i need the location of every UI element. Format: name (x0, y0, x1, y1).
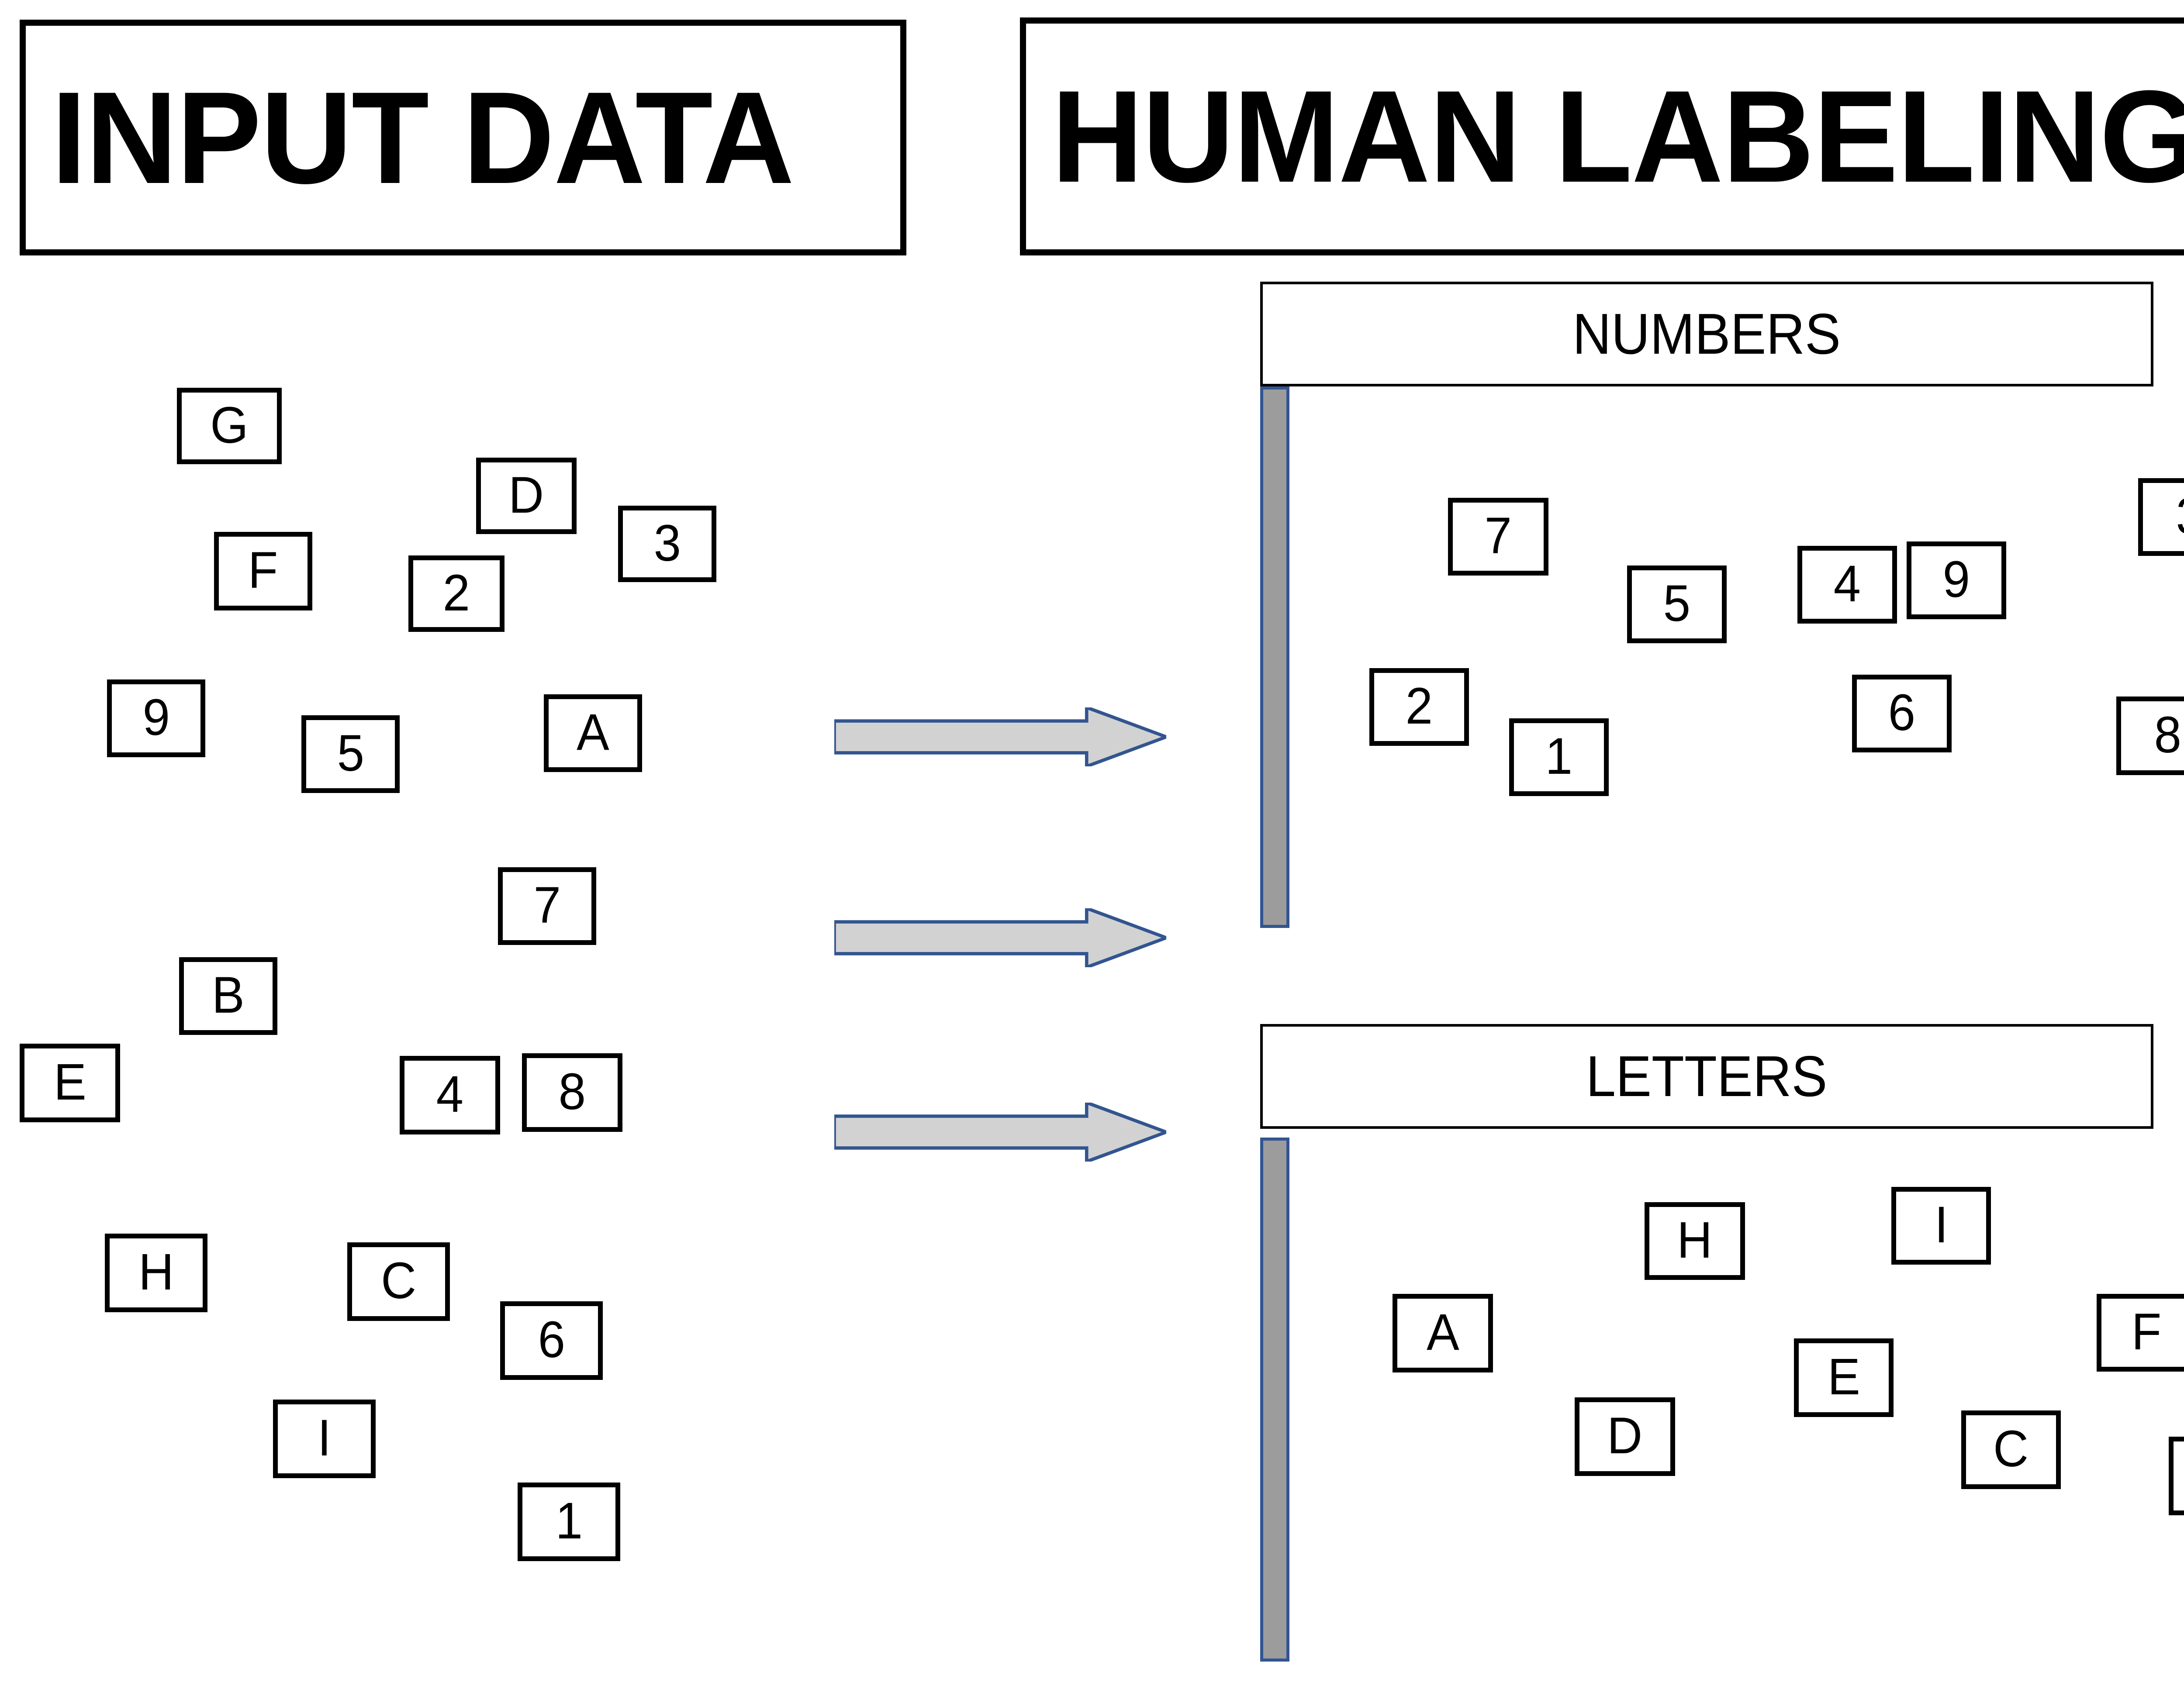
human-labeling-title: HUMAN LABELING (1051, 63, 2184, 210)
letters-group-card[interactable]: H (1645, 1202, 1745, 1280)
input-data-card[interactable]: A (544, 694, 642, 772)
card-label: 9 (1942, 551, 1970, 608)
card-label: 9 (142, 689, 170, 746)
card-label: 8 (558, 1063, 586, 1121)
card-label: 4 (436, 1065, 464, 1123)
card-label: 3 (653, 514, 681, 572)
letters-group-bracket (1260, 1138, 1289, 1662)
flow-arrow-input-to-labeling-3 (834, 1103, 1166, 1162)
numbers-group-card[interactable]: 3 (2138, 478, 2184, 556)
card-label: A (577, 703, 609, 761)
input-data-card[interactable]: 9 (107, 679, 205, 757)
input-data-title: INPUT DATA (51, 64, 794, 211)
card-label: B (212, 966, 245, 1024)
numbers-group-card[interactable]: 6 (1852, 675, 1952, 752)
card-label: D (1607, 1407, 1643, 1465)
card-label: 8 (2154, 706, 2181, 764)
input-data-card[interactable]: C (347, 1242, 450, 1321)
card-label: I (1934, 1196, 1948, 1254)
input-data-card[interactable]: 7 (498, 867, 596, 945)
letters-group-card[interactable]: C (1961, 1410, 2061, 1489)
card-label: 2 (442, 564, 470, 622)
card-label: 2 (1405, 677, 1433, 735)
input-data-card[interactable]: 3 (618, 506, 716, 582)
input-data-card[interactable]: 6 (500, 1301, 603, 1380)
card-label: F (248, 541, 278, 599)
card-label: 5 (337, 724, 364, 782)
numbers-group-card[interactable]: 8 (2116, 697, 2184, 775)
input-data-card[interactable]: F (214, 532, 312, 610)
letters-group-title: LETTERS (1586, 1044, 1828, 1108)
card-label: A (1426, 1303, 1459, 1361)
input-data-card[interactable]: 1 (518, 1483, 620, 1561)
input-data-card[interactable]: I (273, 1400, 376, 1478)
numbers-group-card[interactable]: 1 (1509, 718, 1609, 796)
card-label: 1 (555, 1492, 583, 1550)
numbers-group-card[interactable]: 4 (1797, 546, 1897, 624)
card-label: 1 (1545, 728, 1573, 785)
input-data-card[interactable]: D (476, 458, 577, 534)
input-data-card[interactable]: G (177, 388, 282, 464)
card-label: I (317, 1409, 332, 1467)
card-label: H (138, 1243, 174, 1301)
numbers-group-bracket (1260, 386, 1289, 928)
input-data-card[interactable]: 2 (408, 555, 505, 632)
card-label: 7 (1484, 507, 1512, 565)
card-label: F (2131, 1303, 2162, 1361)
flow-arrow-input-to-labeling-2 (834, 908, 1166, 967)
input-data-card[interactable]: 5 (301, 715, 400, 793)
card-label: E (53, 1053, 86, 1111)
letters-group-card[interactable]: E (1794, 1338, 1894, 1417)
numbers-group-card[interactable]: 7 (1448, 498, 1548, 576)
input-data-card[interactable]: B (179, 957, 277, 1035)
input-data-header-box: INPUT DATA (20, 20, 906, 255)
letters-group-card[interactable]: I (1891, 1187, 1991, 1265)
letters-group-header: LETTERS (1260, 1024, 2153, 1129)
letters-group-card[interactable]: D (1575, 1397, 1675, 1476)
card-label: 4 (1833, 555, 1861, 613)
numbers-group-card[interactable]: 5 (1627, 565, 1727, 643)
letters-group-card[interactable]: A (1393, 1294, 1493, 1372)
card-label: 7 (533, 876, 561, 934)
card-label: G (210, 396, 249, 454)
human-labeling-header-box: HUMAN LABELING (1020, 17, 2184, 255)
card-label: C (381, 1252, 416, 1310)
input-data-card[interactable]: E (20, 1044, 120, 1122)
numbers-group-header: NUMBERS (1260, 282, 2153, 386)
card-label: 6 (538, 1311, 565, 1369)
letters-group-card[interactable]: F (2097, 1294, 2184, 1372)
numbers-group-card[interactable]: 2 (1369, 668, 1469, 746)
card-label: H (1677, 1211, 1713, 1269)
flow-arrow-input-to-labeling-1 (834, 707, 1166, 766)
input-data-card[interactable]: H (105, 1234, 207, 1312)
card-label: E (1827, 1348, 1860, 1406)
input-data-card[interactable]: 4 (400, 1056, 500, 1134)
numbers-group-title: NUMBERS (1572, 301, 1841, 366)
card-label: 5 (1663, 575, 1691, 632)
numbers-group-card[interactable]: 9 (1907, 541, 2006, 619)
card-label: D (508, 466, 544, 524)
card-label: 6 (1888, 684, 1916, 741)
card-label: 3 (2176, 490, 2184, 542)
card-label: C (1993, 1420, 2029, 1478)
letters-group-card[interactable]: B (2169, 1437, 2184, 1515)
input-data-card[interactable]: 8 (522, 1053, 622, 1132)
